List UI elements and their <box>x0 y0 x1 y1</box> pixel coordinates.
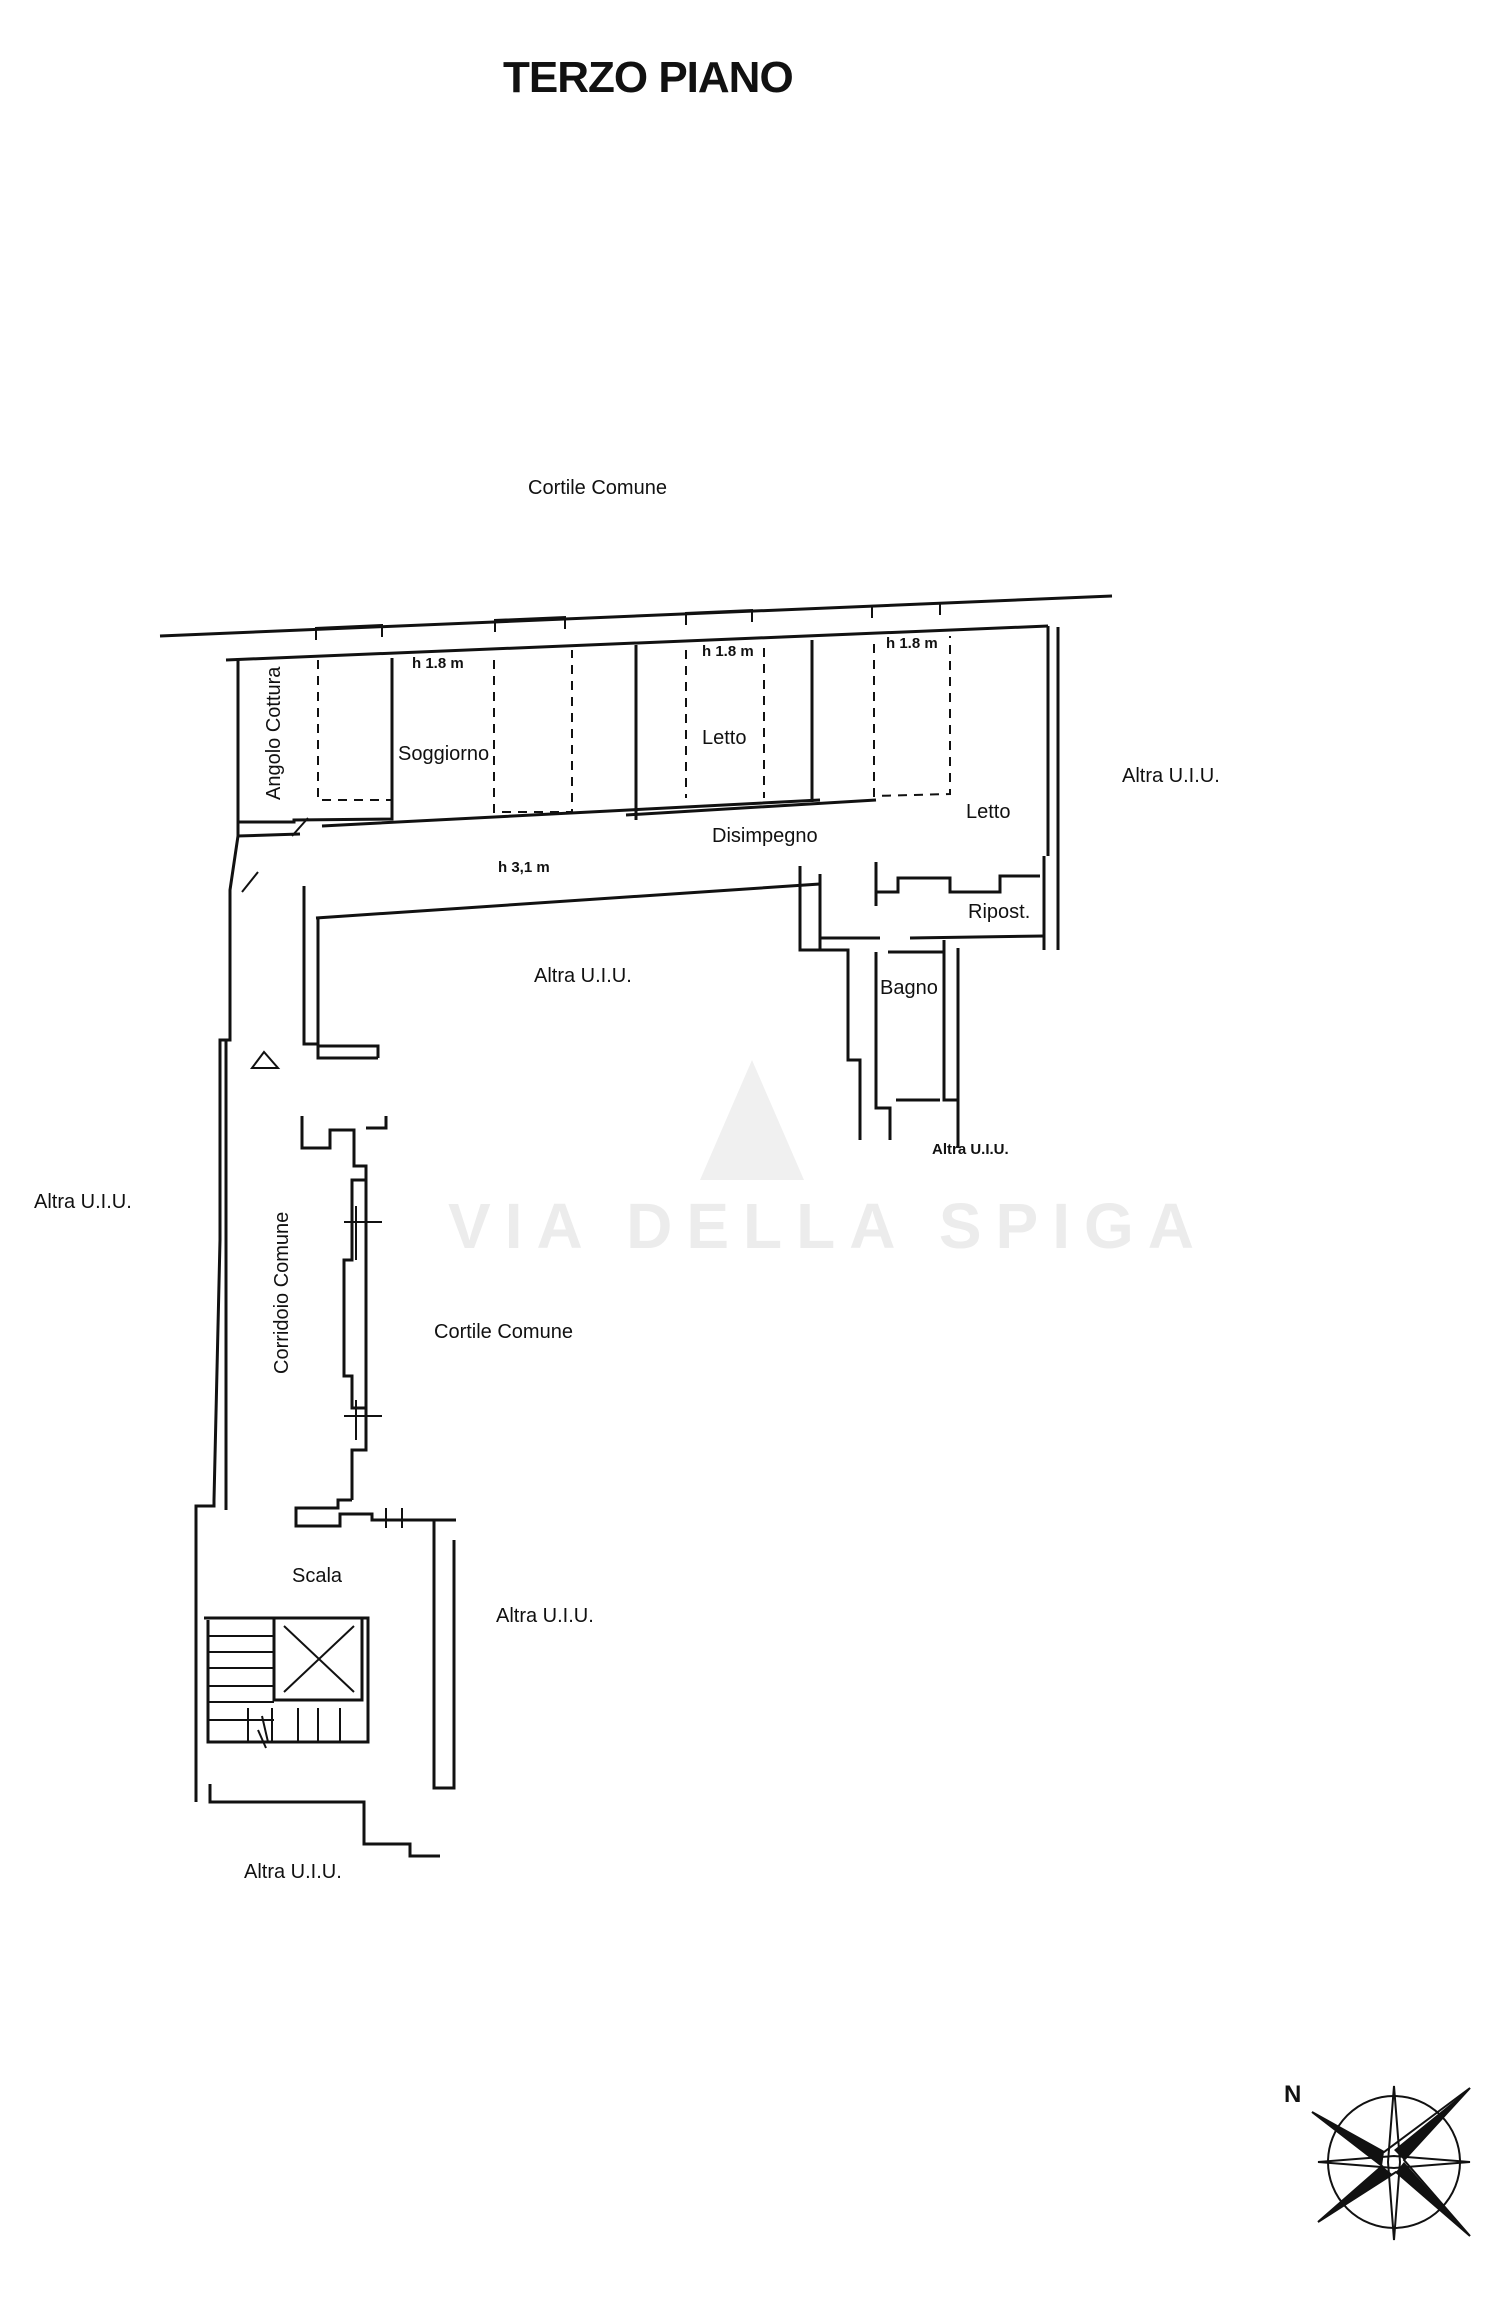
label-cortile-mid: Cortile Comune <box>434 1321 573 1343</box>
label-altra-mid: Altra U.I.U. <box>534 965 632 987</box>
corridor-left-wall <box>194 835 240 1800</box>
corridor-right-wall <box>294 1116 440 1528</box>
label-altra-bottom: Altra U.I.U. <box>244 1861 342 1883</box>
label-bagno: Bagno <box>880 977 938 999</box>
label-height-soggiorno: h 1.8 m <box>412 655 464 672</box>
label-altra-bagno: Altra U.I.U. <box>932 1141 1009 1158</box>
label-scala: Scala <box>292 1565 343 1587</box>
facade-wall <box>159 594 1113 638</box>
label-ripostiglio: Ripost. <box>968 901 1030 923</box>
dashed-outlines <box>317 636 951 813</box>
warning-triangle <box>250 1050 281 1069</box>
label-disimpegno: Disimpegno <box>712 825 818 847</box>
watermark: VIA DELLA SPIGA <box>448 1060 1208 1262</box>
label-letto-1: Letto <box>702 727 746 749</box>
page-title: TERZO PIANO <box>503 53 793 102</box>
label-soggiorno: Soggiorno <box>398 743 489 765</box>
label-letto-2: Letto <box>966 801 1010 823</box>
label-angolo-cottura: Angolo Cottura <box>263 666 285 800</box>
label-altra-left: Altra U.I.U. <box>34 1191 132 1213</box>
label-height-letto: h 1.8 m <box>702 643 754 660</box>
label-height-letto2: h 1.8 m <box>886 635 938 652</box>
compass-north-label: N <box>1284 2081 1301 2108</box>
label-corridoio: Corridoio Comune <box>271 1212 293 1374</box>
label-height-corridor: h 3,1 m <box>498 859 550 876</box>
bathroom-wall <box>818 862 1045 1102</box>
watermark-text: VIA DELLA SPIGA <box>448 1190 1208 1262</box>
corridor-ticks <box>344 1206 403 1528</box>
door-swing-corridor <box>241 871 259 893</box>
door-swing-kitchen <box>291 817 309 837</box>
windows <box>315 601 941 640</box>
facade-wall-inner <box>225 624 1049 662</box>
inner-block-wall <box>302 866 960 1148</box>
label-cortile-top: Cortile Comune <box>528 477 667 499</box>
label-altra-scala: Altra U.I.U. <box>496 1605 594 1627</box>
compass-icon: N <box>1284 2081 1471 2241</box>
label-altra-right: Altra U.I.U. <box>1122 765 1220 787</box>
stair <box>194 1518 456 1858</box>
